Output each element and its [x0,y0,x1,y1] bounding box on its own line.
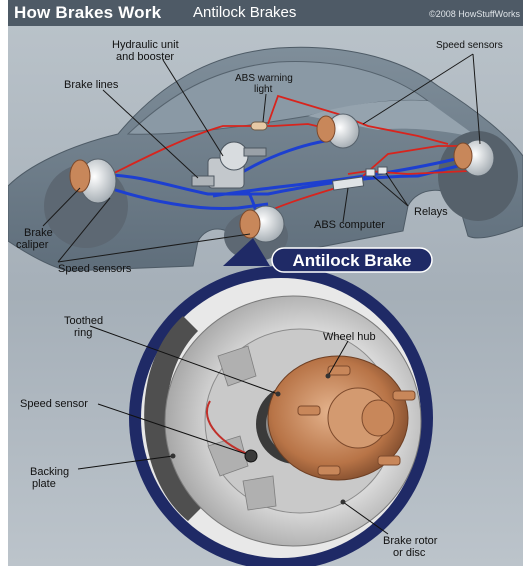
label-backing-plate-1: Backing [30,466,69,478]
label-brake-lines: Brake lines [64,79,119,91]
label-speed-sensor: Speed sensor [20,398,88,410]
abs-warning-light [251,122,267,130]
label-brake-rotor-2: or disc [393,547,426,559]
copyright-notice: ©2008 HowStuffWorks [429,9,520,19]
label-speed-sensors-bottom: Speed sensors [58,263,132,275]
label-toothed-ring-1: Toothed [64,315,103,327]
abs-diagram: Hydraulic unit and booster Brake lines A… [8,26,523,566]
label-toothed-ring-2: ring [74,327,92,339]
diagram-title: How Brakes Work [14,3,161,23]
label-wheel-hub: Wheel hub [323,331,376,343]
brake-assembly-front-right [240,206,284,242]
label-speed-sensors-top: Speed sensors [436,40,503,51]
banner-title: Antilock Brake [292,251,411,270]
label-abs-warning-1: ABS warning [235,73,293,84]
label-brake-rotor-1: Brake rotor [383,535,438,547]
label-brake-caliper-1: Brake [24,227,53,239]
title-bar: How Brakes Work Antilock Brakes ©2008 Ho… [8,0,523,26]
antilock-brake-banner: Antilock Brake [272,248,432,272]
label-relays: Relays [414,206,448,218]
label-brake-caliper-2: caliper [16,239,49,251]
label-backing-plate-2: plate [32,478,56,490]
label-abs-computer: ABS computer [314,219,385,231]
speed-sensor-shape [245,450,257,462]
label-hydraulic-unit-1: Hydraulic unit [112,39,179,51]
label-abs-warning-2: light [254,84,273,95]
label-hydraulic-unit-2: and booster [116,51,174,63]
diagram-subtitle: Antilock Brakes [193,4,296,21]
